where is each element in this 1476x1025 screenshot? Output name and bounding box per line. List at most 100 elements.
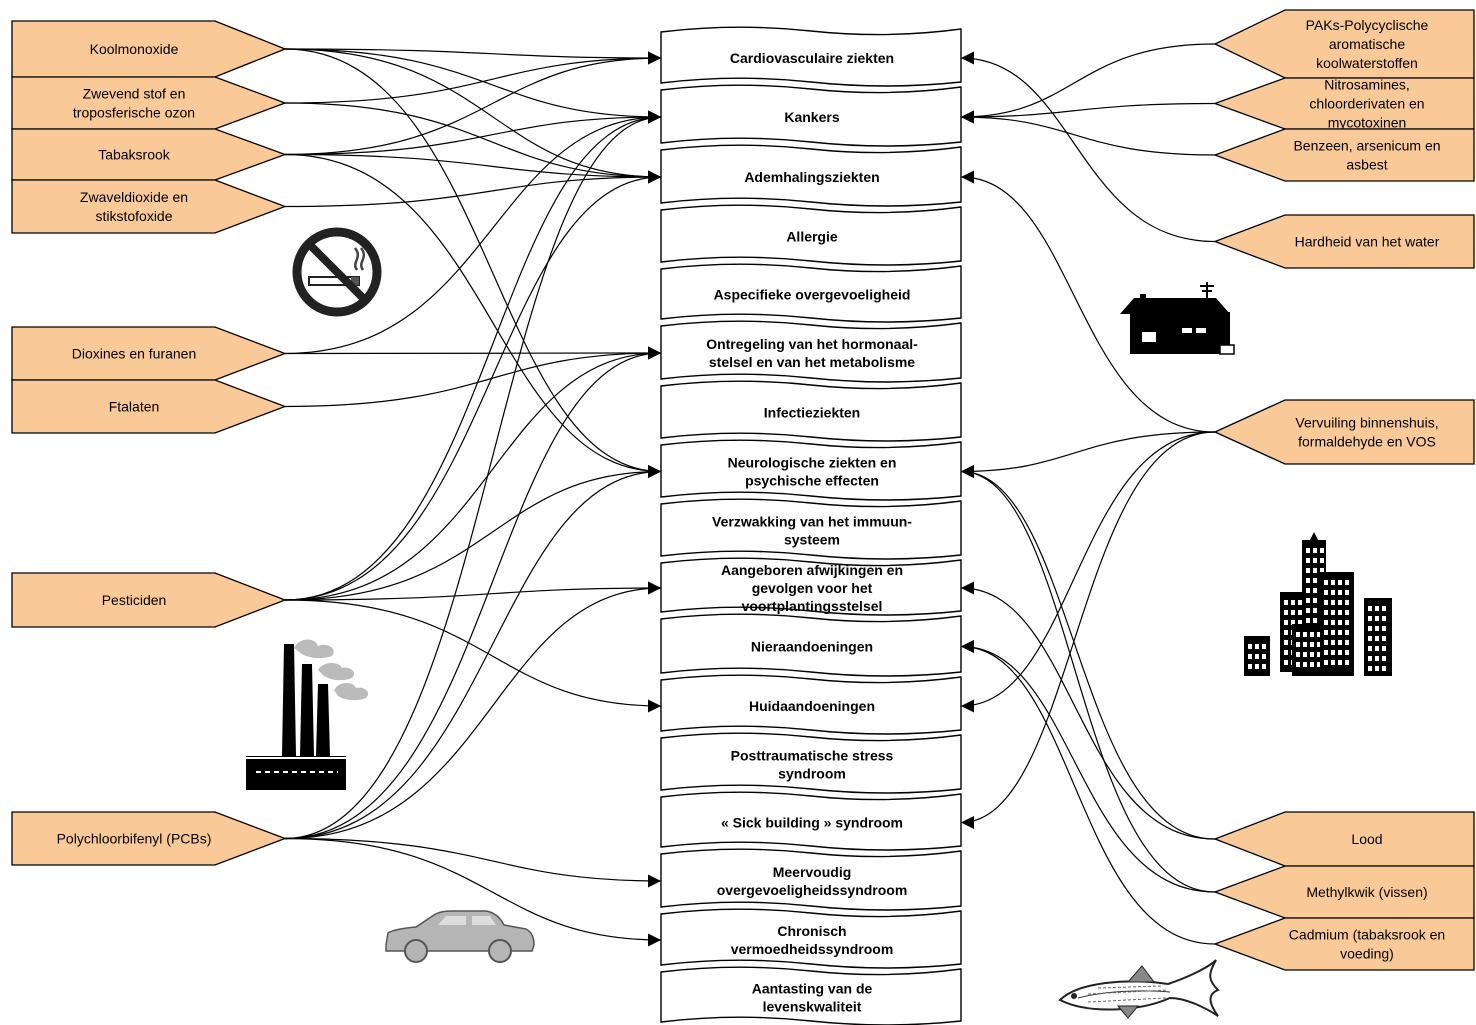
label-line: Lood xyxy=(1351,831,1382,847)
label-line: voortplantingsstelsel xyxy=(742,598,883,614)
disease-box-shape xyxy=(660,144,962,207)
label-line: Nitrosamines, xyxy=(1324,77,1410,93)
arrow-pesticides-to-congenital xyxy=(284,581,662,601)
label-line: Dioxines en furanen xyxy=(72,346,197,362)
arrow-co-to-cancer xyxy=(284,48,662,124)
arrow-indoor-to-skin xyxy=(960,431,1216,713)
label-line: asbest xyxy=(1346,157,1387,173)
label-line: systeem xyxy=(784,532,840,548)
disease-box-resp: Ademhalingsziekten xyxy=(660,144,962,207)
source-box-indoor: Vervuiling binnenshuis,formaldehyde en V… xyxy=(1213,399,1475,465)
source-box-shape xyxy=(1213,811,1475,867)
disease-column: Cardiovasculaire ziektenKankersAdemhalin… xyxy=(660,26,962,1025)
label-line: « Sick building » syndroom xyxy=(721,815,903,831)
disease-box-kidney: Nieraandoeningen xyxy=(660,613,962,677)
arrow-pesticides-to-resp xyxy=(284,170,662,601)
arrow-hardness-to-cardio xyxy=(960,51,1216,243)
disease-box-shape xyxy=(660,613,962,677)
label-line: Benzeen, arsenicum en xyxy=(1293,138,1440,154)
source-box-co: Koolmonoxide xyxy=(11,20,287,78)
label-line: levenskwaliteit xyxy=(763,999,862,1015)
source-box-shape xyxy=(1213,214,1475,269)
disease-box-cfs: Chronisch vermoedheidssyndroom xyxy=(660,908,962,969)
source-box-dioxins: Dioxines en furanen xyxy=(11,326,287,381)
label-line: troposferische ozon xyxy=(73,105,195,121)
disease-box-shape xyxy=(660,498,962,560)
label-line: vermoedheidssyndroom xyxy=(731,941,894,957)
disease-box-aspec: Aspecifieke overgevoeligheid xyxy=(660,263,962,323)
disease-box-immune: Verzwakking van het immuun-systeem xyxy=(660,498,962,560)
disease-box-hormone: Ontregeling van het hormonaal-stelsel en… xyxy=(660,320,962,383)
arrow-dioxins-to-hormone xyxy=(284,346,662,360)
label-line: Ontregeling van het hormonaal- xyxy=(706,336,918,352)
label-line: Chronisch xyxy=(777,923,846,939)
source-box-tobacco: Tabaksrook xyxy=(11,128,287,181)
label-line: Cadmium (tabaksrook en xyxy=(1289,927,1445,943)
arrow-pcb-to-neuro xyxy=(284,465,662,840)
label-line: syndroom xyxy=(778,766,846,782)
arrow-dioxins-to-cancer xyxy=(284,110,662,355)
arrow-dust-to-resp xyxy=(284,102,662,184)
source-box-shape xyxy=(1213,399,1475,465)
source-box-hardness: Hardheid van het water xyxy=(1213,214,1475,269)
arrow-pesticides-to-neuro xyxy=(284,465,662,601)
disease-box-cancer: Kankers xyxy=(660,84,962,147)
label-line: aromatische xyxy=(1329,36,1405,52)
source-box-pcb: Polychloorbifenyl (PCBs) xyxy=(11,811,287,866)
source-box-shape xyxy=(1213,9,1475,79)
arrow-tobacco-to-cancer xyxy=(284,110,662,156)
arrow-mercury-to-neuro xyxy=(960,465,1216,893)
arrow-so2-to-resp xyxy=(284,170,662,208)
source-box-shape xyxy=(11,179,287,234)
label-line: Pesticiden xyxy=(102,592,167,608)
arrow-phthalates-to-hormone xyxy=(284,346,662,408)
label-line: chloorderivaten en xyxy=(1309,96,1424,112)
house-icon xyxy=(1120,282,1235,355)
label-line: Polychloorbifenyl (PCBs) xyxy=(57,831,212,847)
label-line: stikstofoxide xyxy=(95,208,172,224)
label-line: Methylkwik (vissen) xyxy=(1306,884,1427,900)
source-box-shape xyxy=(11,128,287,181)
label-line: PAKs-Polycyclische xyxy=(1306,17,1429,33)
label-line: Ftalaten xyxy=(109,399,160,415)
source-box-shape xyxy=(1213,77,1475,130)
source-box-shape xyxy=(1213,128,1475,182)
disease-box-shape xyxy=(660,26,962,87)
source-box-shape xyxy=(1213,865,1475,919)
source-box-shape xyxy=(11,811,287,866)
disease-box-shape xyxy=(660,966,962,1025)
label-line: psychische effecten xyxy=(745,473,879,489)
label-line: Aspecifieke overgevoeligheid xyxy=(714,287,911,303)
disease-box-shape xyxy=(660,380,962,442)
disease-box-shape xyxy=(660,908,962,969)
arrow-lead-to-neuro xyxy=(960,465,1216,840)
disease-box-sbs: « Sick building » syndroom xyxy=(660,791,962,851)
arrow-pcb-to-congenital xyxy=(284,581,662,840)
label-line: Cardiovasculaire ziekten xyxy=(730,50,894,66)
label-line: Neurologische ziekten en xyxy=(728,455,897,471)
arrow-tobacco-to-neuro xyxy=(284,153,662,478)
city-buildings-icon xyxy=(1244,532,1392,676)
source-box-shape xyxy=(11,572,287,628)
label-line: mycotoxinen xyxy=(1328,115,1407,131)
fish-icon xyxy=(1058,959,1220,1019)
disease-box-shape xyxy=(660,84,962,147)
label-line: Ademhalingsziekten xyxy=(744,169,879,185)
label-line: Hardheid van het water xyxy=(1295,234,1440,250)
label-line: formaldehyde en VOS xyxy=(1298,434,1436,450)
disease-box-skin: Huidaandoeningen xyxy=(660,674,962,735)
arrow-pesticides-to-hormone xyxy=(284,346,662,601)
label-line: Verzwakking van het immuun- xyxy=(712,514,912,530)
arrow-benzene-to-cancer xyxy=(960,110,1216,156)
arrow-tobacco-to-cardio xyxy=(284,51,662,156)
label-line: Aangeboren afwijkingen en xyxy=(721,562,903,578)
arrow-mercury-to-kidney xyxy=(960,640,1216,893)
no-smoking-icon xyxy=(292,227,382,317)
label-line: Allergie xyxy=(786,229,838,245)
disease-box-shape xyxy=(660,791,962,851)
